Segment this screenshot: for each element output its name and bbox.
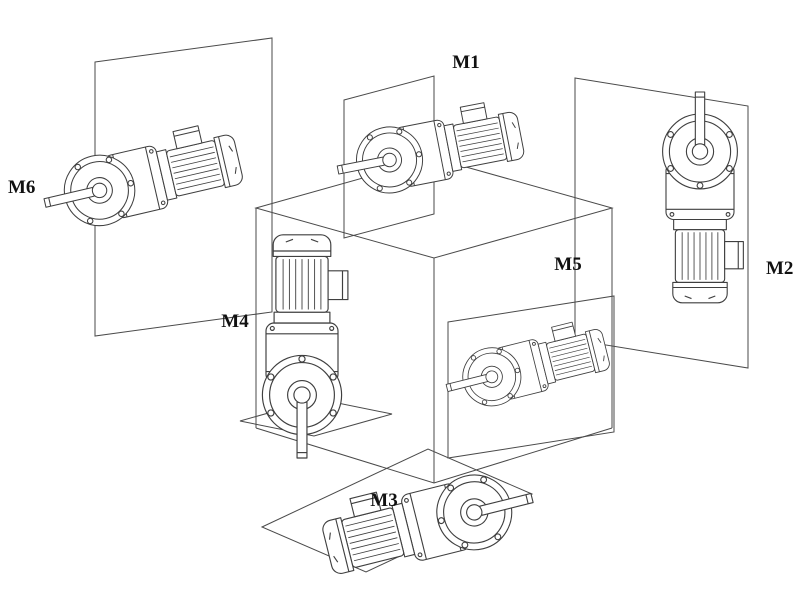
gearmotor-m1 (330, 96, 528, 203)
gearmotor-m5 (438, 315, 614, 417)
gearmotor-drawing (330, 96, 528, 203)
label-m3: M3 (370, 490, 397, 511)
position-labels: M1 M6 M2 M4 M5 M3 (8, 52, 793, 511)
label-m5: M5 (554, 254, 581, 275)
mounting-plane-m5 (447, 295, 615, 459)
label-m2: M2 (766, 258, 793, 279)
mounting-plane-m2 (574, 77, 749, 369)
gearmotor-m6 (35, 118, 247, 238)
gearmotor-drawing (316, 455, 542, 586)
gearmotor-drawing (662, 91, 744, 304)
label-m1: M1 (452, 52, 479, 73)
gearmotor-m4 (261, 234, 349, 459)
mounting-plane-m1 (343, 75, 435, 239)
gearmotor-drawing (438, 315, 614, 417)
gearmotor-m3 (316, 455, 542, 586)
label-m6: M6 (8, 177, 35, 198)
gearmotor-m2 (662, 91, 744, 304)
gearmotor-drawing (35, 118, 247, 238)
gearmotor-drawing (261, 234, 349, 459)
label-m4: M4 (221, 311, 249, 332)
cube-bottom-edges (255, 427, 613, 484)
mounting-plane-m6 (94, 37, 273, 337)
